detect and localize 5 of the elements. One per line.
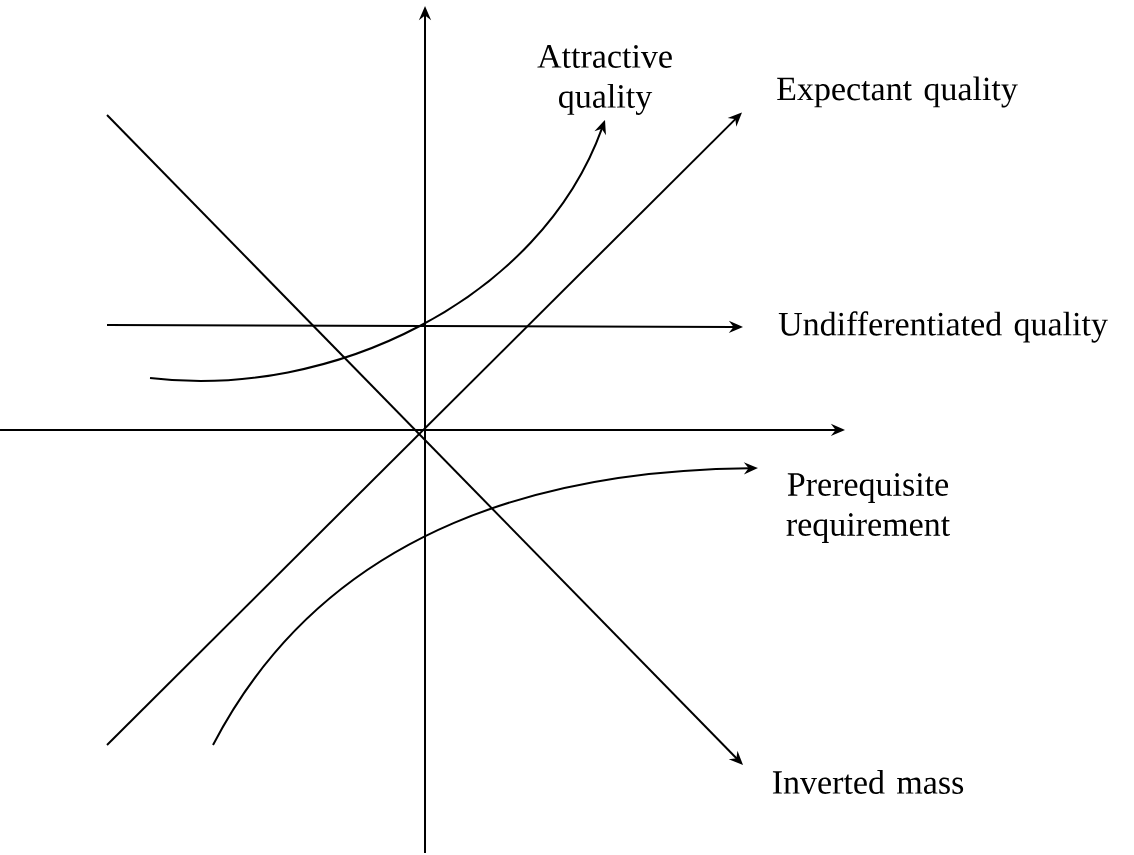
curve-label: Undifferentiated quality xyxy=(778,311,1108,343)
curve-label: Attractive quality xyxy=(537,45,672,115)
curve-label: Expectant quality xyxy=(777,76,1018,108)
curve-label: Inverted mass xyxy=(772,770,964,794)
curve-label: Prerequisite requirement xyxy=(786,473,950,543)
